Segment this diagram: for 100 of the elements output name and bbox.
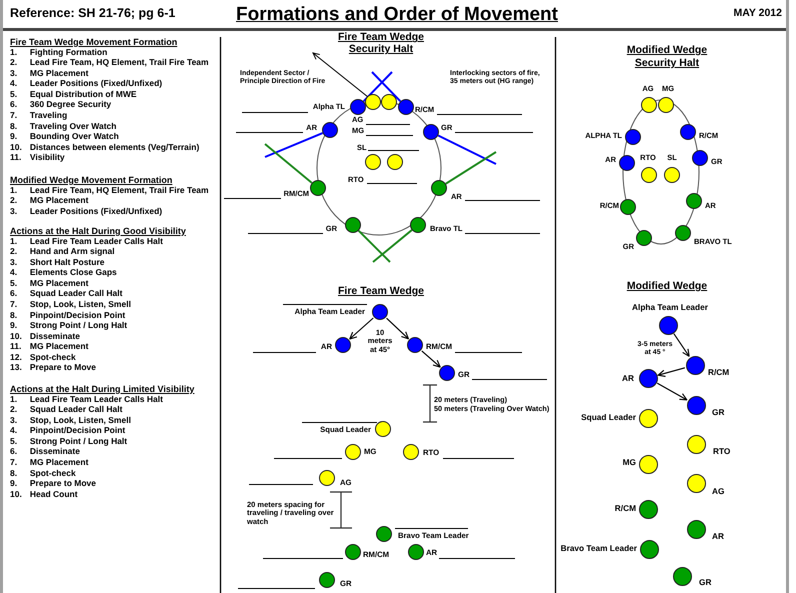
list-item: 13. Prepare to Move [10, 363, 96, 374]
list-item: 3. MG Placement [10, 68, 88, 79]
position-label: MG [622, 458, 636, 468]
section-heading: Modified Wedge Movement Formation [10, 174, 172, 186]
position-label: R/CM [614, 504, 636, 514]
position-marker [641, 167, 657, 183]
position-marker [410, 217, 426, 233]
position-marker [625, 129, 641, 145]
list-item: 4. Leader Positions (Fixed/Unfixed) [10, 79, 162, 90]
arrow [349, 318, 374, 340]
position-marker [636, 230, 652, 246]
position-marker [675, 225, 691, 241]
position-marker [638, 454, 658, 474]
section-heading: Modified Wedge [626, 280, 708, 292]
position-marker [408, 544, 424, 560]
position-marker [686, 520, 706, 538]
position-marker [658, 316, 678, 334]
list-item: 8. Spot-check [10, 468, 76, 478]
arrow [421, 350, 441, 368]
list-item: 2. Squad Leader Call Halt [10, 405, 122, 415]
position-marker [310, 180, 326, 196]
position-marker [350, 99, 366, 115]
position-label: GR [712, 408, 724, 418]
position-label: AR [712, 532, 724, 542]
list-item: 11. MG Placement [10, 342, 88, 352]
position-marker [322, 122, 338, 138]
list-item: 4. Elements Close Gaps [10, 268, 117, 278]
position-marker [381, 94, 397, 110]
list-item: 8. Traveling Over Watch [10, 122, 116, 132]
position-marker [319, 572, 335, 588]
position-marker [638, 368, 658, 388]
position-marker [664, 167, 680, 183]
list-item: 5. Strong Point / Long Halt [10, 436, 128, 447]
arrow [658, 367, 686, 378]
position-marker [686, 193, 702, 209]
position-marker [638, 408, 658, 428]
list-item: 12. Spot-check [10, 352, 76, 362]
position-marker [680, 124, 696, 140]
list-item: 9. Prepare to Move [10, 479, 96, 489]
position-marker [376, 526, 392, 542]
position-label: Alpha Team Leader [632, 303, 708, 313]
position-marker [641, 97, 657, 113]
arrow [656, 382, 688, 400]
list-item: 6. Squad Leader Call Halt [10, 289, 122, 300]
list-item: 1. Lead Fire Team Leader Calls Halt [10, 236, 163, 246]
position-marker [686, 434, 706, 454]
list-item: 6. 360 Degree Security [10, 100, 112, 110]
position-marker [686, 396, 706, 414]
section-heading: Security Halt [634, 56, 700, 70]
position-marker [345, 217, 361, 233]
section-heading: Fire Team Wedge Movement Formation [10, 36, 178, 48]
list-item: 11. Visibility [10, 153, 65, 163]
list-item: 10. Head Count [10, 490, 78, 500]
list-item: 2. MG Placement [10, 196, 88, 206]
page-title: Formations and Order of Movement [236, 4, 558, 26]
list-item: 4. Pinpoint/Decision Point [10, 426, 126, 436]
position-marker [620, 199, 636, 215]
section-heading: Security Halt [348, 43, 414, 56]
position-label: Squad Leader [581, 413, 636, 423]
section-heading: Actions at the Halt During Good Visibility [10, 226, 186, 236]
list-item: 3. Leader Positions (Fixed/Unfixed) [10, 206, 162, 217]
list-item: 7. Stop, Look, Listen, Smell [10, 300, 131, 310]
position-marker [365, 94, 381, 110]
position-marker [692, 150, 708, 166]
position-marker [335, 337, 351, 353]
list-item: 9. Bounding Over Watch [10, 132, 119, 142]
position-label: RTO [713, 447, 730, 457]
position-marker [658, 97, 674, 113]
position-marker [365, 154, 381, 170]
list-item: 5. Equal Distribution of MWE [10, 90, 137, 100]
section-heading: Fire Team Wedge [338, 31, 424, 44]
position-marker [672, 566, 692, 586]
position-label: Bravo Team Leader [560, 544, 637, 554]
position-marker [372, 304, 388, 320]
position-label: AG [712, 487, 724, 497]
list-item: 5. MG Placement [10, 278, 88, 289]
list-item: 10. Distances between elements (Veg/Terrain) [10, 142, 200, 152]
position-marker [403, 444, 419, 460]
position-marker [387, 154, 403, 170]
list-item: 8. Pinpoint/Decision Point [10, 310, 126, 320]
position-marker [423, 124, 439, 140]
section-heading: Modified Wedge [626, 44, 708, 56]
section-heading: Fire Team Wedge [338, 284, 424, 298]
list-item: 7. Traveling [10, 110, 68, 121]
position-label: GR [699, 578, 712, 588]
position-marker [686, 474, 706, 492]
position-label: AR [622, 374, 634, 384]
position-marker [619, 155, 635, 171]
position-label: R/CM [708, 368, 730, 378]
position-marker [686, 356, 704, 374]
position-marker [640, 540, 658, 558]
position-marker [345, 444, 361, 460]
list-item: 2. Lead Fire Team, HQ Element, Trail Fire Team [10, 58, 209, 68]
list-item: 3. Stop, Look, Listen, Smell [10, 416, 131, 426]
arrow [673, 333, 690, 357]
list-item: 6. Disseminate [10, 447, 80, 458]
position-marker [407, 337, 423, 353]
position-marker [345, 544, 361, 560]
position-marker [375, 421, 391, 437]
list-item: 9. Strong Point / Long Halt [10, 321, 128, 331]
